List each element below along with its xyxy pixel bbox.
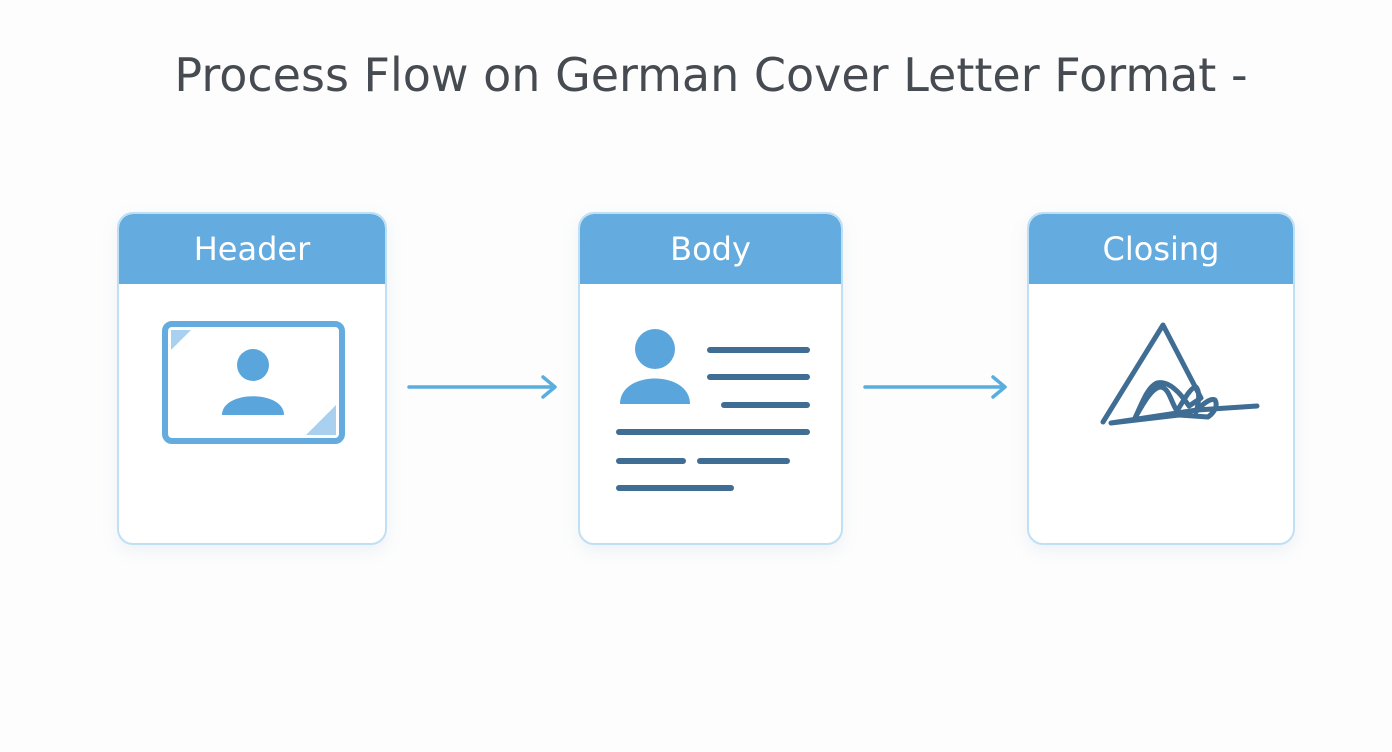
flow-arrow-2 bbox=[863, 375, 1007, 399]
id-card-icon bbox=[162, 321, 345, 444]
signature-icon bbox=[1100, 322, 1260, 426]
step-card-header: Header bbox=[117, 212, 387, 545]
diagram-title: Process Flow on German Cover Letter Form… bbox=[174, 48, 1248, 102]
step-card-header-title: Header bbox=[119, 214, 385, 284]
step-card-body-body bbox=[580, 284, 841, 543]
step-card-closing-title: Closing bbox=[1029, 214, 1293, 284]
flow-arrow-1 bbox=[407, 375, 557, 399]
step-card-closing-body bbox=[1029, 284, 1293, 543]
profile-text-icon bbox=[616, 329, 810, 491]
step-card-closing: Closing bbox=[1027, 212, 1295, 545]
step-card-header-body bbox=[119, 284, 385, 543]
step-card-body: Body bbox=[578, 212, 843, 545]
step-card-body-title: Body bbox=[580, 214, 841, 284]
